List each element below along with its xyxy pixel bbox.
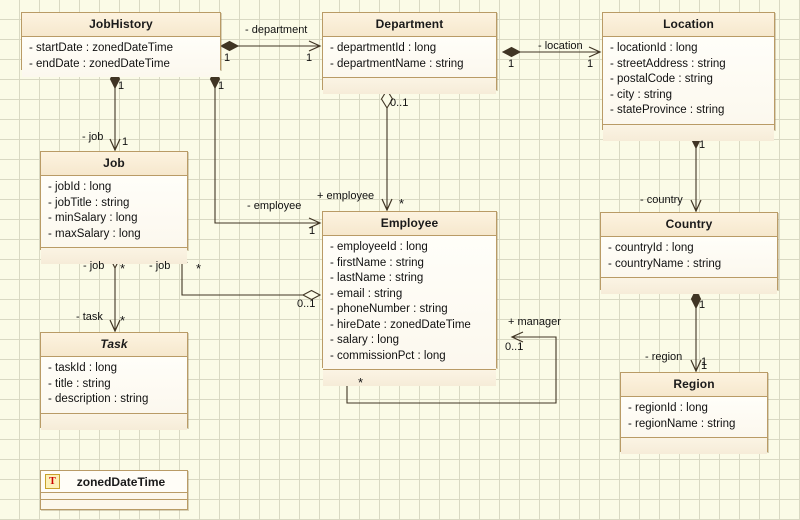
role-label-lbl-department: - department: [245, 24, 308, 36]
attribute: - city : string: [610, 88, 672, 101]
class-job[interactable]: Job - jobId : long - jobTitle : string -…: [40, 151, 188, 264]
attribute: - phoneNumber : string: [330, 303, 448, 315]
role-label-lbl-plus-employee: + employee: [317, 190, 375, 202]
attribute: - countryName : string: [608, 257, 722, 270]
datatype-title: zonedDateTime: [76, 475, 166, 489]
role-label-lbl-region: - region: [645, 351, 683, 363]
attribute: - postalCode : string: [610, 73, 713, 85]
attribute: - regionId : long: [628, 402, 708, 414]
multiplicity-m-emp-job-src: 0..1: [297, 298, 316, 310]
multiplicity-m-dept-loc-tgt: 1: [587, 58, 594, 70]
multiplicity-m-jh-job-tgt: 1: [122, 136, 129, 148]
class-region[interactable]: Region - regionId : long - regionName : …: [620, 372, 768, 454]
role-label-lbl-employee: - employee: [247, 200, 302, 212]
attribute: - salary : long: [330, 334, 400, 346]
multiplicity-m-jh-emp-src: 1: [218, 80, 225, 92]
class-title-job: Job: [41, 152, 187, 176]
class-title-employee: Employee: [323, 212, 496, 236]
multiplicity-star-task-end: *: [120, 313, 126, 328]
attribute: - locationId : long: [610, 42, 698, 54]
multiplicity-star-emp-mgr: *: [358, 375, 364, 390]
class-title-jobhistory: JobHistory: [22, 13, 220, 37]
operations-employee: [323, 370, 496, 386]
attributes-task: - taskId : long - title : string - descr…: [41, 357, 187, 414]
class-title-region: Region: [621, 373, 767, 397]
class-title-department: Department: [323, 13, 496, 37]
operations-country: [601, 278, 777, 294]
multiplicity-m-jh-job-src: 1: [118, 80, 125, 92]
multiplicity-star-dept-emp: *: [399, 196, 405, 211]
multiplicity-star-emp-job: *: [196, 261, 202, 276]
class-jobhistory[interactable]: JobHistory - startDate : zonedDateTime -…: [21, 12, 221, 77]
class-location[interactable]: Location - locationId : long - streetAdd…: [602, 12, 775, 141]
attribute: - employeeId : long: [330, 241, 428, 253]
attribute: - email : string: [330, 287, 403, 300]
operations-region: [621, 438, 767, 454]
role-label-lbl-task: - task: [76, 311, 103, 323]
datatype-header: T zonedDateTime: [41, 471, 187, 493]
multiplicity-m-dept-loc-src: 1: [508, 58, 515, 70]
operations-job: [41, 248, 187, 264]
attribute: - startDate : zonedDateTime: [29, 42, 174, 54]
multiplicity-m-loc-ctry-src: 1: [699, 139, 706, 151]
attribute: - departmentId : long: [330, 42, 437, 54]
attribute: - lastName : string: [330, 272, 424, 284]
class-employee[interactable]: Employee - employeeId : long - firstName…: [322, 211, 497, 386]
class-task[interactable]: Task - taskId : long - title : string - …: [40, 332, 188, 430]
attributes-country: - countryId : long - countryName : strin…: [601, 237, 777, 278]
attribute: - endDate : zonedDateTime: [29, 57, 170, 70]
multiplicity-m-jh-dept-src: 1: [224, 52, 231, 64]
class-title-country: Country: [601, 213, 777, 237]
datatype-icon: T: [45, 474, 60, 489]
class-country[interactable]: Country - countryId : long - countryName…: [600, 212, 778, 294]
role-label-lbl-job-left: - job: [83, 260, 105, 272]
multiplicity-m-dept-emp-src: 0..1: [390, 97, 409, 109]
multiplicity-m-jh-emp-tgt: 1: [309, 225, 316, 237]
attribute: - jobId : long: [48, 181, 112, 193]
attribute: - taskId : long: [48, 362, 118, 374]
attributes-location: - locationId : long - streetAddress : st…: [603, 37, 774, 125]
attribute: - streetAddress : string: [610, 57, 726, 70]
attribute: - description : string: [48, 393, 149, 405]
role-label-lbl-job-right: - job: [149, 260, 171, 272]
class-department[interactable]: Department - departmentId : long - depar…: [322, 12, 497, 94]
class-title-location: Location: [603, 13, 774, 37]
attributes-region: - regionId : long - regionName : string: [621, 397, 767, 438]
multiplicity-m-ctry-reg-tgt: 1: [701, 360, 708, 372]
operations-location: [603, 124, 774, 141]
multiplicity-m-ctry-reg-src: 1: [699, 299, 706, 311]
role-label-lbl-manager: + manager: [508, 316, 561, 328]
attribute: - minSalary : long: [48, 212, 138, 224]
attribute: - countryId : long: [608, 242, 694, 254]
attributes-job: - jobId : long - jobTitle : string - min…: [41, 176, 187, 248]
attribute: - jobTitle : string: [48, 196, 130, 209]
role-label-lbl-job-top: - job: [82, 131, 104, 143]
attribute: - title : string: [48, 377, 111, 390]
datatype-compartment: [41, 500, 187, 508]
multiplicity-m-emp-mgr-tgt: 0..1: [505, 341, 524, 353]
attribute: - firstName : string: [330, 256, 424, 269]
attribute: - hireDate : zonedDateTime: [330, 318, 471, 331]
operations-task: [41, 413, 187, 430]
multiplicity-star-job-task: *: [120, 261, 126, 276]
multiplicity-m-jh-dept-tgt: 1: [306, 52, 313, 64]
attributes-employee: - employeeId : long - firstName : string…: [323, 236, 496, 370]
attribute: - maxSalary : long: [48, 227, 141, 240]
operations-department: [323, 78, 496, 94]
attribute: - departmentName : string: [330, 57, 464, 70]
datatype-zoneddatetime[interactable]: T zonedDateTime: [40, 470, 188, 510]
attributes-department: - departmentId : long - departmentName :…: [323, 37, 496, 78]
attribute: - commissionPct : long: [330, 349, 446, 362]
datatype-compartment: [41, 493, 187, 500]
attribute: - stateProvince : string: [610, 104, 725, 116]
multiplicity-m-loc-ctry-tgt: 1: [701, 356, 708, 368]
role-label-lbl-location: - location: [538, 40, 583, 52]
attribute: - regionName : string: [628, 417, 736, 430]
role-label-lbl-country: - country: [640, 194, 683, 206]
class-title-task: Task: [41, 333, 187, 357]
attributes-jobhistory: - startDate : zonedDateTime - endDate : …: [22, 37, 220, 77]
